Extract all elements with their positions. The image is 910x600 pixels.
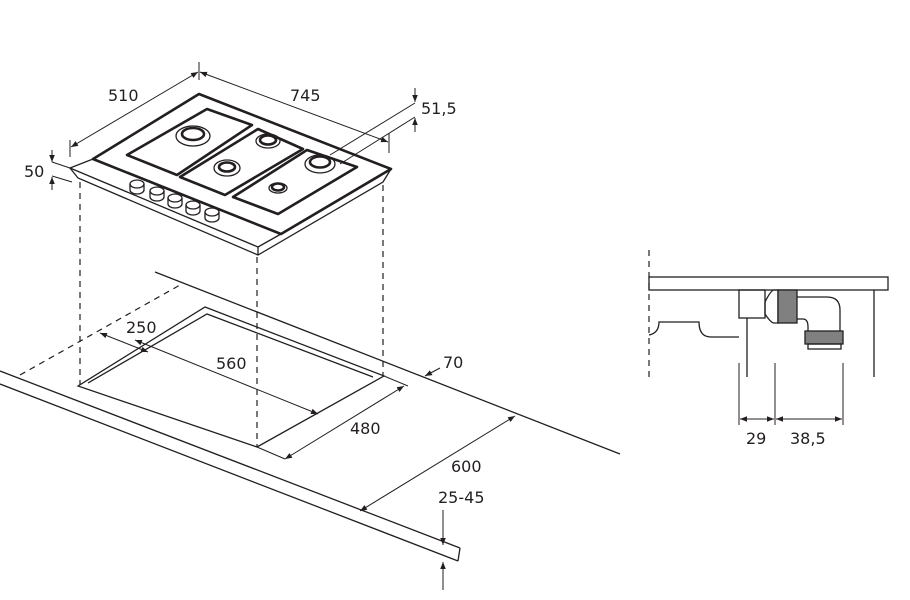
pan-supports bbox=[125, 107, 359, 216]
label-hob-width: 745 bbox=[290, 86, 321, 105]
label-cutout-width: 560 bbox=[216, 354, 247, 373]
hob-front-edge bbox=[68, 158, 282, 248]
control-knobs bbox=[129, 179, 220, 223]
label-worktop-thickness: 25-45 bbox=[438, 488, 485, 507]
worktop-dimensions bbox=[99, 332, 516, 590]
label-worktop-depth: 600 bbox=[451, 457, 482, 476]
label-gas-inlet-height: 51,5 bbox=[421, 99, 457, 118]
label-cutout-depth: 480 bbox=[350, 419, 381, 438]
fitting-end bbox=[804, 330, 844, 345]
label-cutout-side-offset: 250 bbox=[126, 318, 157, 337]
label-hob-height: 50 bbox=[24, 162, 44, 181]
hob-drawing bbox=[68, 92, 393, 256]
gas-connection-detail bbox=[648, 250, 889, 425]
hob-dimensions bbox=[49, 62, 418, 190]
label-connector-length: 38,5 bbox=[790, 429, 826, 448]
projection-lines bbox=[19, 182, 384, 447]
label-connector-offset: 29 bbox=[746, 429, 766, 448]
worktop-drawing bbox=[0, 271, 621, 562]
worktop-section bbox=[648, 276, 889, 291]
label-hob-depth: 510 bbox=[108, 86, 139, 105]
fitting-nut bbox=[777, 289, 798, 324]
label-cutout-back-offset: 70 bbox=[443, 353, 463, 372]
